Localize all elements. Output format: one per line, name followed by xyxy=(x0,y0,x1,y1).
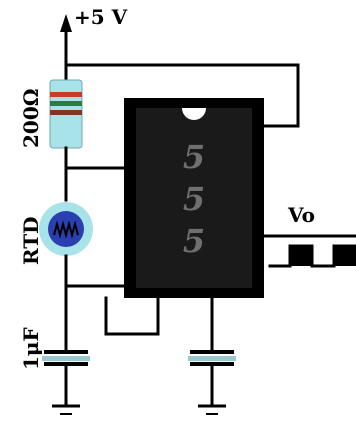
supply-voltage-label: +5 V xyxy=(74,5,128,29)
timer-chip: 5 5 5 xyxy=(124,98,264,298)
control-capacitor xyxy=(188,296,236,415)
capacitor-value-label: 1μF xyxy=(19,327,43,370)
rtd-label: RTD xyxy=(19,217,43,266)
capacitor-plate xyxy=(188,356,236,361)
supply-arrow xyxy=(60,14,72,72)
chip-digit-1: 5 xyxy=(183,138,205,176)
capacitor-plate xyxy=(42,356,90,361)
resistor xyxy=(49,68,83,202)
rtd-sensor xyxy=(39,202,93,288)
pin-loop-wire xyxy=(104,296,160,336)
chip-notch xyxy=(182,108,206,120)
chip-digit-3: 5 xyxy=(183,222,205,260)
rtd-element-icon xyxy=(53,220,79,239)
timing-capacitor xyxy=(42,284,90,415)
chip-digit-2: 5 xyxy=(183,180,205,218)
rtd-core xyxy=(48,211,84,247)
resistor-band-2 xyxy=(50,101,82,106)
resistor-band-1 xyxy=(50,92,82,97)
chip-face xyxy=(136,108,252,288)
square-wave-icon xyxy=(268,244,356,268)
top-supply-wire xyxy=(64,63,300,128)
resistor-band-3 xyxy=(50,110,82,115)
resistor-value-label: 200Ω xyxy=(19,88,43,148)
output-label: Vo xyxy=(287,203,315,227)
